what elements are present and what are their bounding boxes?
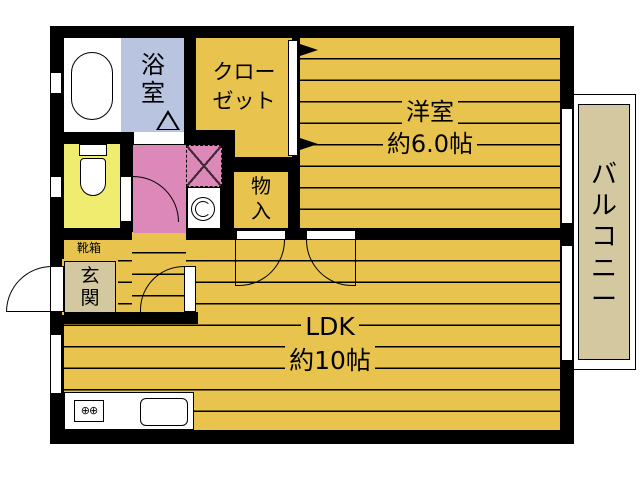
- toilet-tank-icon: [79, 144, 107, 156]
- balcony-label: バ ル コ ニ ー: [590, 160, 617, 315]
- ldk-window-right[interactable]: [561, 245, 573, 361]
- entrance-door-swing: [6, 266, 52, 312]
- shoe-box: [64, 240, 114, 260]
- entrance-label: 玄 関: [80, 265, 100, 309]
- bath-label: 浴 室: [141, 51, 165, 107]
- bathtub-icon: [71, 52, 113, 120]
- ldk-window-left[interactable]: [50, 334, 62, 394]
- washing-machine-x-icon: [186, 145, 222, 187]
- closet-label: クロー ゼット: [212, 60, 276, 114]
- shoe-box-label: 靴箱: [76, 241, 101, 255]
- hall-door[interactable]: [184, 266, 196, 312]
- closet-door-mark-2: [300, 138, 318, 150]
- balcony: [578, 104, 630, 360]
- closet-door[interactable]: [288, 40, 298, 156]
- entrance-wall: [64, 312, 198, 324]
- bath-door[interactable]: [134, 132, 184, 144]
- toilet-window[interactable]: [50, 176, 62, 198]
- storage-door[interactable]: [236, 230, 286, 240]
- western-room-door[interactable]: [306, 230, 356, 240]
- western-room-label: 洋室 約6.0帖: [350, 96, 510, 161]
- bath-door-triangle-inner: [159, 114, 177, 129]
- washbasin-inner-icon: [195, 201, 211, 217]
- stove-icon: ⊕⊕: [74, 400, 104, 422]
- western-room-window[interactable]: [561, 108, 573, 224]
- toilet-door[interactable]: [120, 176, 132, 222]
- bath-window[interactable]: [50, 72, 62, 94]
- ldk-label: LDK 約10帖: [260, 310, 400, 378]
- entrance-door[interactable]: [50, 266, 64, 312]
- closet-area: [196, 38, 292, 130]
- storage-area: [234, 172, 288, 228]
- storage-label: 物 入: [251, 174, 271, 223]
- closet-door-mark-1: [300, 44, 318, 56]
- closet-lower: [235, 130, 292, 157]
- kitchen-sink-icon: [140, 398, 188, 426]
- toilet-bowl-icon: [80, 158, 106, 196]
